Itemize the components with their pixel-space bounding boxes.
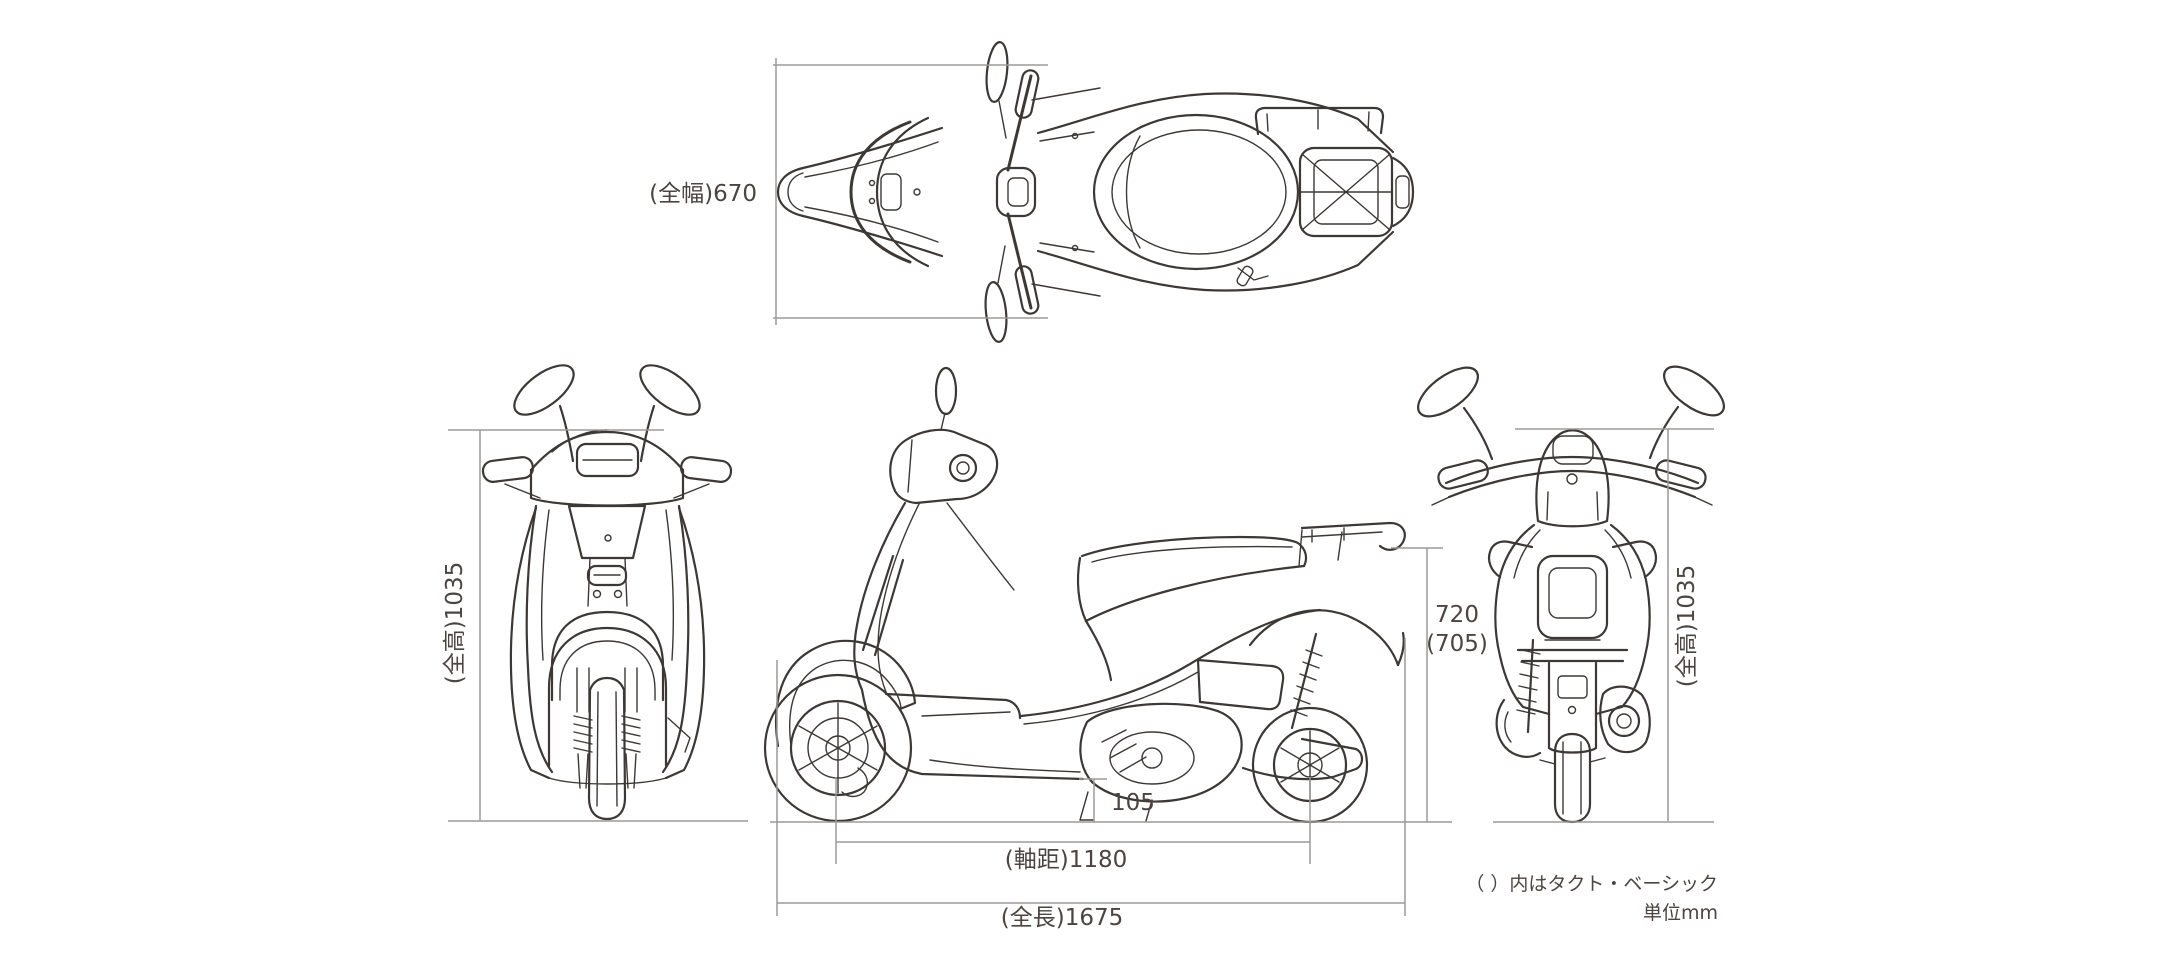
top-mirror-left [985, 41, 1009, 103]
label-seat-height: 720 [1435, 602, 1479, 628]
top-seat [1092, 113, 1300, 271]
front-mirror-left [513, 364, 575, 416]
rear-muffler [1599, 685, 1651, 754]
label-overall-height-rear: (全高)1035 [1674, 565, 1700, 687]
side-headlight [948, 453, 978, 483]
label-overall-width: (全幅)670 [649, 181, 757, 207]
front-wheel [587, 676, 627, 821]
dimension-lines [448, 58, 1714, 916]
side-view-drawing [763, 366, 1406, 824]
side-rear-carrier [1300, 521, 1406, 551]
label-wheelbase: (軸距)1180 [1005, 847, 1127, 873]
note-basic-variant: （ ）内はタクト・ベーシック [1465, 873, 1718, 895]
top-view-drawing [776, 41, 1415, 343]
front-logo-badge [586, 564, 628, 587]
note-unit: 単位mm [1643, 902, 1718, 924]
rear-mirror-left [1417, 366, 1479, 418]
front-view-drawing [481, 364, 733, 821]
side-seat [1080, 535, 1308, 568]
label-ground-clearance: 105 [1111, 790, 1155, 816]
side-front-wheel [763, 673, 913, 823]
label-overall-length: (全長)1675 [1001, 905, 1123, 931]
label-overall-height-front: (全高)1035 [442, 562, 468, 684]
front-mirror-right [639, 364, 701, 416]
rear-wheel [1553, 732, 1592, 824]
top-mirror-right [984, 281, 1008, 343]
label-seat-height-basic: (705) [1426, 631, 1488, 657]
dimension-labels: (全幅)670 (全高)1035 720 (705) 105 (軸距)1180 … [442, 181, 1718, 931]
side-mirror [934, 366, 958, 416]
side-engine [1079, 702, 1243, 803]
rear-mirror-right [1663, 365, 1725, 417]
rear-license-plate [1557, 675, 1588, 699]
rear-view-drawing [1417, 365, 1725, 824]
